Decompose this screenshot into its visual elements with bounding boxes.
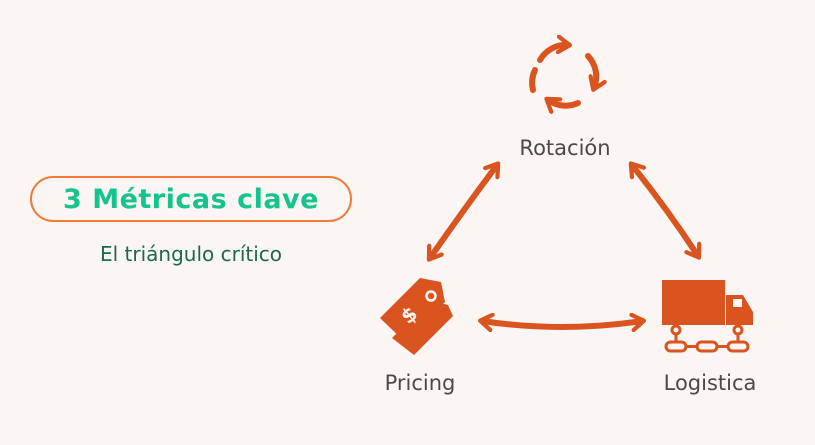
pricing-label: Pricing: [385, 371, 456, 395]
logistics-label: Logistica: [664, 371, 757, 395]
arrow-rotation-logistics: [632, 165, 698, 256]
cycle-arrows-icon: [529, 45, 596, 106]
title: 3 Métricas clave: [63, 183, 319, 215]
arrow-pricing-logistics: [482, 321, 642, 327]
title-pill: 3 Métricas clave: [30, 176, 352, 222]
subtitle: El triángulo crítico: [99, 242, 283, 266]
arrow-rotation-pricing: [430, 165, 497, 258]
truck-chain-icon: [662, 280, 753, 353]
price-tag-icon: $: [380, 278, 453, 355]
rotation-label: Rotación: [519, 136, 610, 160]
